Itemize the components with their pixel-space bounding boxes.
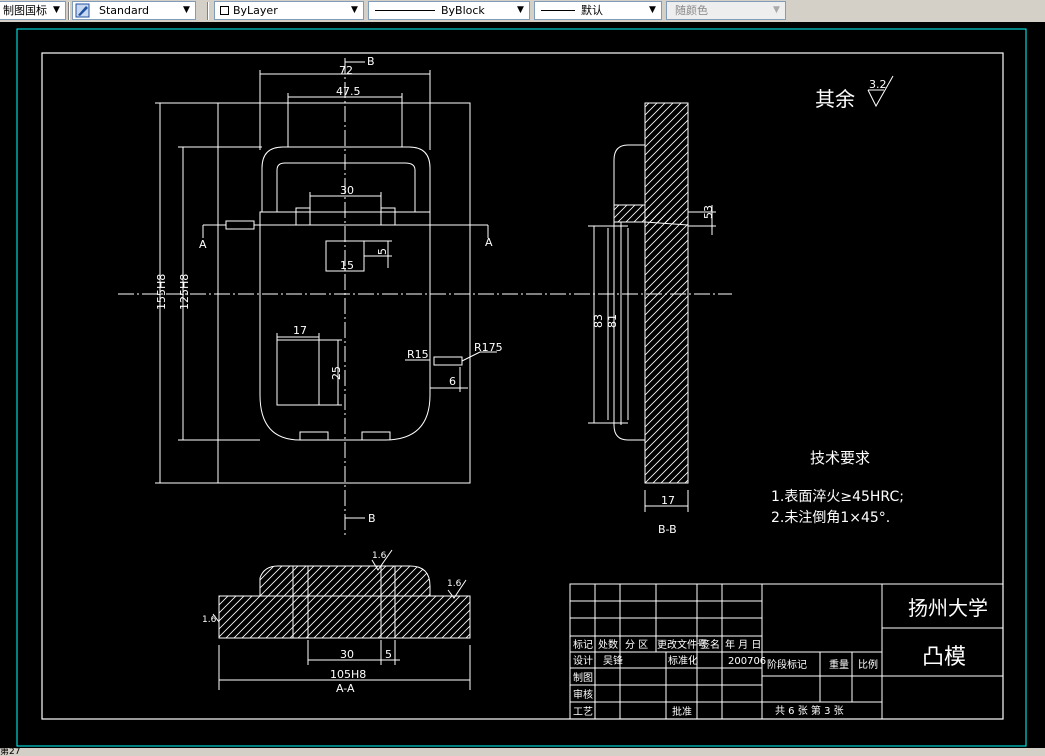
drawing-canvas[interactable]: 72 47.5 30 5 15 155H8 125H8 17 25 R15 R1… — [0, 22, 1045, 748]
dim-15: 15 — [340, 259, 354, 272]
dim-25: 25 — [330, 366, 343, 380]
roughness-value: 3.2 — [869, 78, 887, 91]
section-b-bottom: B — [368, 512, 376, 525]
roughness-1-6-right: 1.6 — [447, 579, 462, 589]
linetype-value: ByBlock — [441, 4, 485, 17]
tech-req-item-1: 1.表面淬火≥45HRC; — [771, 489, 904, 505]
tech-req-item-2: 2.未注倒角1×45°. — [771, 510, 890, 526]
header-doc: 更改文件号 — [657, 638, 707, 651]
section-bb-view — [588, 102, 716, 512]
textstyle-value: Standard — [99, 4, 150, 17]
plotstyle-dropdown[interactable]: 随颜色 ▼ — [666, 1, 786, 20]
surface-roughness-note: 其余 3.2 — [815, 75, 894, 111]
paper-border — [16, 28, 1027, 747]
row-standardization: 标准化 — [668, 654, 698, 667]
plan-view — [118, 58, 732, 535]
section-b-top: B — [367, 55, 375, 68]
cad-drawing[interactable]: 72 47.5 30 5 15 155H8 125H8 17 25 R15 R1… — [0, 22, 1045, 748]
dim-6: 6 — [449, 375, 456, 388]
text-style-icon — [75, 3, 90, 18]
weight-label: 重量 — [829, 658, 849, 671]
header-sign: 签名 — [700, 638, 720, 651]
row-process: 工艺 — [573, 706, 593, 718]
dim-r15: R15 — [407, 348, 429, 361]
design-date: 200706 — [728, 656, 766, 667]
header-mark: 标记 — [573, 639, 593, 651]
dimstyle-value: 制图国标 — [3, 4, 47, 17]
dim-aa-105h8: 105H8 — [330, 668, 366, 681]
designer-name: 吴锋 — [603, 654, 623, 667]
chevron-down-icon[interactable]: ▼ — [53, 5, 60, 15]
chevron-down-icon[interactable]: ▼ — [649, 5, 656, 15]
section-a-left: A — [199, 238, 207, 251]
layer-color-dropdown[interactable]: ByLayer ▼ — [214, 1, 364, 20]
header-zone: 分 区 — [625, 639, 648, 651]
technical-requirements: 技术要求 1.表面淬火≥45HRC; 2.未注倒角1×45°. — [771, 449, 904, 526]
dim-81: 81 — [606, 314, 619, 328]
roughness-1-6-left: 1.6 — [202, 615, 217, 625]
row-drawing: 制图 — [573, 671, 593, 684]
plan-view-labels: 72 47.5 30 5 15 155H8 125H8 17 25 R15 R1… — [155, 55, 503, 525]
scale-label: 比例 — [858, 658, 878, 671]
dim-17: 17 — [293, 324, 307, 337]
chevron-down-icon[interactable]: ▼ — [517, 5, 524, 15]
stage-mark: 阶段标记 — [767, 658, 807, 671]
linetype-dropdown[interactable]: ByBlock ▼ — [368, 1, 530, 20]
tech-req-title: 技术要求 — [810, 449, 870, 467]
chevron-down-icon[interactable]: ▼ — [351, 5, 358, 15]
properties-toolbar: 制图国标 ▼ Standard ▼ ByLayer ▼ ByBlock ▼ 默认… — [0, 0, 1045, 23]
plotstyle-value: 随颜色 — [675, 4, 708, 17]
dim-83: 83 — [592, 314, 605, 328]
status-bar: 第27 — [0, 748, 1045, 756]
row-check: 审核 — [573, 688, 593, 701]
dim-30: 30 — [340, 184, 354, 197]
dim-125h8: 125H8 — [178, 274, 191, 310]
dim-bb-17: 17 — [661, 494, 675, 507]
dim-aa-30: 30 — [340, 648, 354, 661]
school-name: 扬州大学 — [908, 596, 988, 620]
chevron-down-icon[interactable]: ▼ — [773, 5, 780, 15]
dim-155h8: 155H8 — [155, 274, 168, 310]
toolbar-separator — [207, 2, 209, 20]
part-name: 凸模 — [922, 645, 966, 670]
linetype-preview-icon — [375, 10, 435, 11]
lineweight-dropdown[interactable]: 默认 ▼ — [534, 1, 662, 20]
dimstyle-dropdown[interactable]: 制图国标 ▼ — [0, 1, 66, 20]
section-bb-labels: 83 81 17 53 B-B — [592, 205, 715, 536]
row-approve: 批准 — [672, 705, 692, 718]
sheet-count: 共 6 张 第 3 张 — [775, 704, 844, 717]
section-a-right: A — [485, 236, 493, 249]
dim-bb-53: 53 — [702, 205, 715, 219]
section-aa-view — [212, 549, 471, 690]
title-block — [569, 583, 1004, 720]
section-aa-labels: 30 5 105H8 A-A 1.6 1.6 1.6 — [202, 551, 462, 695]
status-text: 第27 — [0, 748, 21, 756]
dim-5: 5 — [376, 248, 389, 255]
section-bb-caption: B-B — [658, 523, 677, 536]
header-count: 处数 — [598, 638, 618, 651]
layer-color-value: ByLayer — [233, 4, 278, 17]
row-design: 设计 — [573, 654, 593, 667]
dim-r175: R175 — [474, 341, 503, 354]
roughness-1-6-top: 1.6 — [372, 551, 387, 561]
dim-72: 72 — [339, 64, 353, 77]
roughness-prefix: 其余 — [815, 87, 855, 111]
chevron-down-icon[interactable]: ▼ — [183, 5, 190, 15]
toolbar-separator — [68, 2, 70, 20]
section-aa-caption: A-A — [336, 682, 355, 695]
header-date: 年 月 日 — [725, 638, 761, 651]
title-block-text: 扬州大学 凸模 标记 处数 分 区 更改文件号 签名 年 月 日 设计 吴锋 标… — [573, 596, 988, 718]
lineweight-value: 默认 — [581, 4, 603, 17]
textstyle-dropdown[interactable]: Standard ▼ — [72, 1, 196, 20]
color-swatch-icon — [220, 6, 229, 15]
dim-aa-5: 5 — [385, 648, 392, 661]
lineweight-preview-icon — [541, 10, 575, 11]
dim-47-5: 47.5 — [336, 85, 361, 98]
drawing-frame — [41, 52, 1004, 720]
